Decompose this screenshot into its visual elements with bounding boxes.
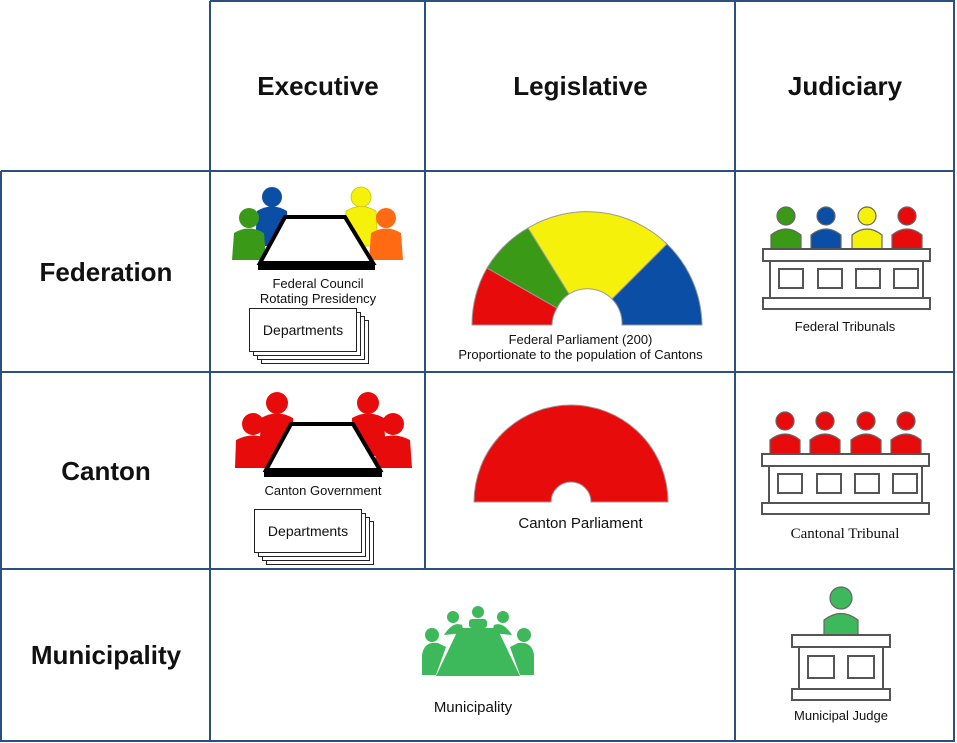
cantonal-tribunal-label: Cantonal Tribunal <box>790 526 900 542</box>
federal-tribunals-label: Federal Tribunals <box>794 319 896 334</box>
column-header-executive: Executive <box>257 71 379 101</box>
municipality-label: Municipality <box>433 699 513 716</box>
column-header-legislative: Legislative <box>513 71 648 101</box>
council-table-icon <box>232 186 403 270</box>
tribunal-bench-icon <box>761 411 930 515</box>
canton-departments-label: Departments <box>267 523 349 539</box>
federal-council-label: Federal Council <box>272 276 364 291</box>
canton-parliament-label: Canton Parliament <box>518 515 643 532</box>
council-table-icon <box>235 392 412 477</box>
federal-departments-label: Departments <box>262 322 344 338</box>
tribunal-bench-icon <box>762 206 931 310</box>
column-header-judiciary: Judiciary <box>787 71 903 101</box>
row-header-canton: Canton <box>61 455 151 486</box>
parliament-proportion-label: Proportionate to the population of Canto… <box>458 347 703 362</box>
canton-government-label: Canton Government <box>264 483 382 498</box>
federal-parliament-label: Federal Parliament (200) <box>508 332 653 347</box>
parliament-hemicycle-icon <box>473 404 669 503</box>
rotating-presidency-label: Rotating Presidency <box>259 291 377 306</box>
judge-bench-icon <box>791 586 891 701</box>
parliament-hemicycle-icon <box>471 211 703 326</box>
row-header-federation: Federation <box>39 256 173 287</box>
municipal-judge-label: Municipal Judge <box>794 708 888 723</box>
row-header-municipality: Municipality <box>30 640 182 670</box>
meeting-table-icon <box>422 606 534 676</box>
